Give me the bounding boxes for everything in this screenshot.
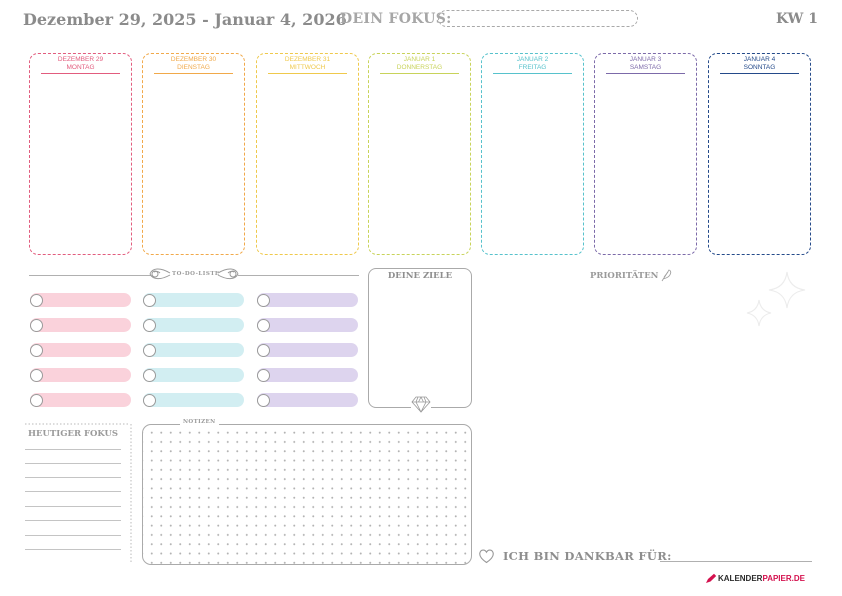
ribbon-left-icon bbox=[149, 268, 171, 280]
pen-icon bbox=[706, 573, 717, 583]
notes-box[interactable] bbox=[142, 424, 472, 565]
todo-checkbox[interactable] bbox=[30, 343, 43, 357]
todo-checkbox[interactable] bbox=[30, 318, 43, 332]
todo-item[interactable] bbox=[30, 368, 131, 382]
todo-item[interactable] bbox=[257, 318, 358, 332]
day-date: JANUAR 1 bbox=[403, 56, 436, 63]
todo-checkbox[interactable] bbox=[143, 318, 156, 332]
day-underline bbox=[493, 73, 572, 74]
todo-item[interactable] bbox=[143, 343, 244, 357]
day-date: DEZEMBER 30 bbox=[170, 56, 217, 63]
todo-item[interactable] bbox=[143, 318, 244, 332]
day-weekday: MONTAG bbox=[66, 64, 95, 71]
ribbon-right-icon bbox=[217, 268, 239, 280]
focus-label: DEIN FOKUS: bbox=[340, 11, 452, 27]
brand-logo[interactable]: KALENDERPAPIER.DE bbox=[718, 574, 805, 583]
todo-item[interactable] bbox=[30, 293, 131, 307]
todo-item[interactable] bbox=[257, 343, 358, 357]
day-underline bbox=[606, 73, 685, 74]
todo-checkbox[interactable] bbox=[257, 293, 270, 307]
day-underline bbox=[41, 73, 120, 74]
todo-checkbox[interactable] bbox=[257, 368, 270, 382]
day-underline bbox=[380, 73, 459, 74]
day-weekday: DIENSTAG bbox=[177, 64, 210, 71]
todo-checkbox[interactable] bbox=[30, 368, 43, 382]
gratitude-label: ICH BIN DANKBAR FÜR: bbox=[503, 549, 672, 563]
todo-divider bbox=[29, 275, 151, 276]
focus-line[interactable] bbox=[25, 477, 121, 478]
focus-line[interactable] bbox=[25, 520, 121, 521]
brand-accent: PAPIER.DE bbox=[762, 574, 805, 583]
todo-checkbox[interactable] bbox=[143, 393, 156, 407]
todo-label: TO-DO-LISTE bbox=[172, 271, 220, 277]
notes-label: NOTIZEN bbox=[180, 419, 219, 425]
priorities-title: PRIORITÄTEN bbox=[590, 271, 659, 281]
day-weekday: FREITAG bbox=[518, 64, 547, 71]
day-underline bbox=[154, 73, 233, 74]
goals-title: DEINE ZIELE bbox=[387, 271, 453, 281]
focus-input[interactable] bbox=[438, 10, 638, 27]
todo-checkbox[interactable] bbox=[143, 293, 156, 307]
focus-line[interactable] bbox=[25, 549, 121, 550]
todo-checkbox[interactable] bbox=[30, 393, 43, 407]
focus-line[interactable] bbox=[25, 506, 121, 507]
day-date: DEZEMBER 29 bbox=[57, 56, 104, 63]
day-underline bbox=[268, 73, 347, 74]
today-focus-title: HEUTIGER FOKUS bbox=[28, 429, 119, 439]
day-weekday: MITTWOCH bbox=[289, 64, 326, 71]
focus-line[interactable] bbox=[25, 491, 121, 492]
todo-item[interactable] bbox=[257, 293, 358, 307]
brand-name: KALENDER bbox=[718, 574, 763, 583]
todo-checkbox[interactable] bbox=[143, 368, 156, 382]
day-weekday: SAMSTAG bbox=[629, 64, 662, 71]
todo-checkbox[interactable] bbox=[30, 293, 43, 307]
heart-icon bbox=[479, 549, 494, 564]
todo-item[interactable] bbox=[257, 393, 358, 407]
todo-checkbox[interactable] bbox=[257, 343, 270, 357]
date-range: Dezember 29, 2025 - Januar 4, 2026 bbox=[23, 10, 347, 29]
todo-item[interactable] bbox=[257, 368, 358, 382]
todo-item[interactable] bbox=[30, 318, 131, 332]
day-date: JANUAR 3 bbox=[629, 56, 662, 63]
goals-box[interactable] bbox=[368, 268, 472, 408]
day-date: JANUAR 2 bbox=[516, 56, 549, 63]
gratitude-line[interactable] bbox=[660, 561, 812, 562]
todo-item[interactable] bbox=[30, 393, 131, 407]
todo-checkbox[interactable] bbox=[257, 318, 270, 332]
todo-checkbox[interactable] bbox=[257, 393, 270, 407]
sparkle-icon bbox=[746, 271, 806, 327]
day-weekday: DONNERSTAG bbox=[396, 64, 443, 71]
todo-item[interactable] bbox=[143, 368, 244, 382]
week-number: KW 1 bbox=[775, 11, 818, 27]
todo-item[interactable] bbox=[30, 343, 131, 357]
day-date: JANUAR 4 bbox=[743, 56, 776, 63]
todo-checkbox[interactable] bbox=[143, 343, 156, 357]
feather-icon bbox=[661, 269, 672, 282]
diamond-icon bbox=[411, 394, 431, 414]
focus-line[interactable] bbox=[25, 449, 121, 450]
day-date: DEZEMBER 31 bbox=[284, 56, 331, 63]
focus-line[interactable] bbox=[25, 463, 121, 464]
day-underline bbox=[720, 73, 799, 74]
todo-divider bbox=[238, 275, 359, 276]
focus-line[interactable] bbox=[25, 535, 121, 536]
todo-item[interactable] bbox=[143, 293, 244, 307]
todo-item[interactable] bbox=[143, 393, 244, 407]
day-weekday: SONNTAG bbox=[743, 64, 776, 71]
today-focus-frame bbox=[25, 423, 132, 564]
